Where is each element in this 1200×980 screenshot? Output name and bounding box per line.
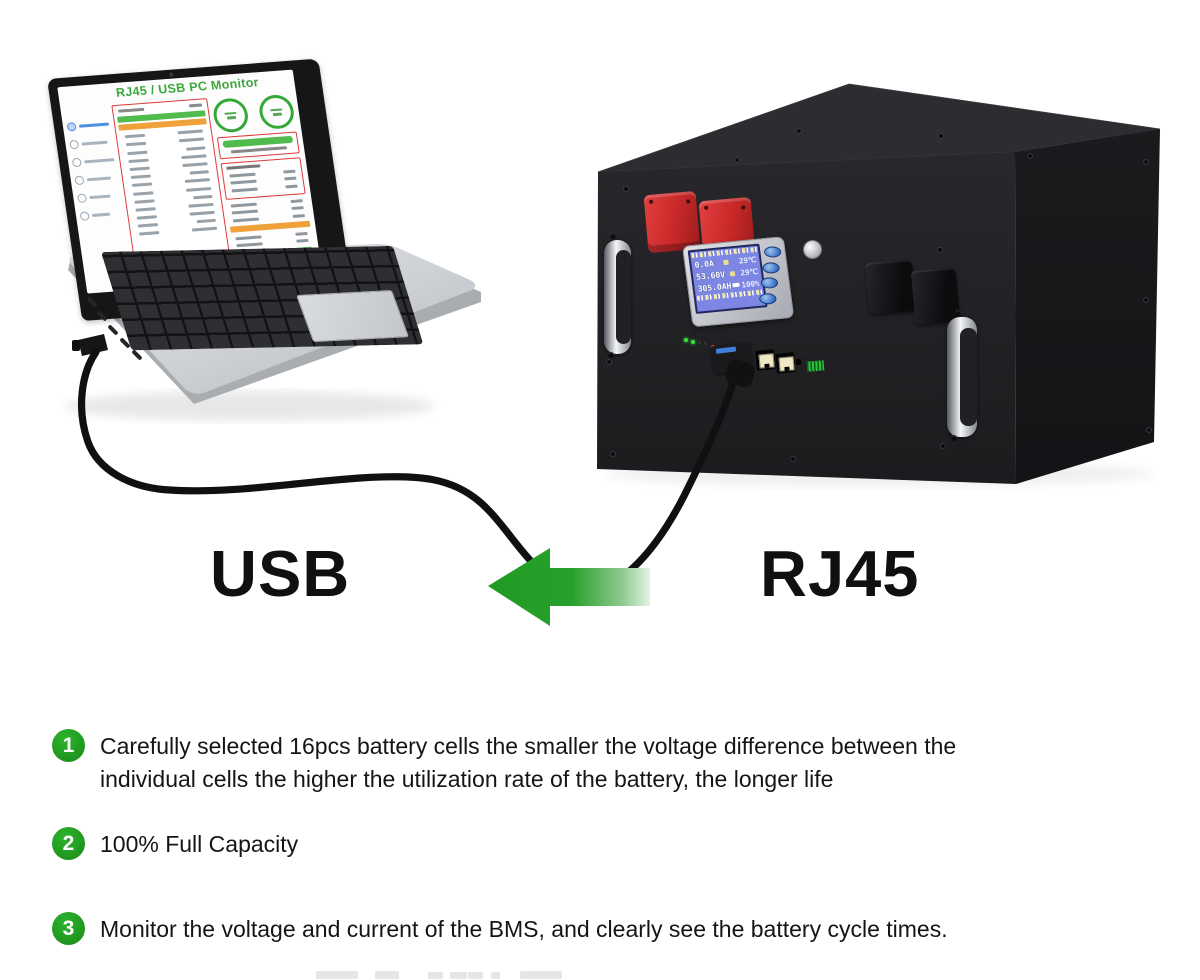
rj45-port <box>775 352 796 374</box>
sidebar-item <box>71 155 115 168</box>
barcode-sticker <box>806 360 825 372</box>
handle-bolt <box>608 352 614 358</box>
cropped-text-remnant <box>520 971 562 979</box>
usb-cable <box>78 348 739 596</box>
summary-row <box>235 231 308 240</box>
soc-gauge-icon <box>211 97 251 134</box>
laptop-shadow <box>65 391 435 421</box>
status-led-green <box>691 340 695 344</box>
sidebar-item <box>76 191 120 204</box>
usb-plug-blue-tab <box>715 346 737 354</box>
lcd-button <box>759 292 777 304</box>
status-row <box>230 176 297 185</box>
menu-icon <box>71 157 82 168</box>
menu-icon <box>76 193 88 204</box>
battery-icon <box>729 270 736 276</box>
positive-terminal-cover <box>643 190 701 254</box>
direction-arrow-icon <box>488 548 650 626</box>
menu-label-placeholder <box>84 157 115 164</box>
negative-terminal-cover <box>864 259 917 315</box>
rj45-port <box>755 349 776 371</box>
menu-label-placeholder <box>86 176 112 182</box>
capacity-value: 305.0AH <box>697 280 732 294</box>
header-text-placeholder <box>188 103 203 108</box>
feature-1-badge: 1 <box>52 729 85 762</box>
battery-level-icon <box>732 282 741 288</box>
status-row <box>231 184 298 192</box>
menu-label-placeholder <box>81 140 108 146</box>
menu-icon <box>69 139 80 150</box>
screw-heads <box>606 128 1152 462</box>
summary-orange-header <box>229 220 311 233</box>
header-text-placeholder <box>118 107 145 113</box>
status-row <box>232 213 305 222</box>
cropped-text-remnant <box>468 972 483 979</box>
lcd-button <box>763 246 782 258</box>
usb-connector-laptop-end <box>78 334 108 356</box>
cropped-text-remnant <box>316 971 358 979</box>
status-text-placeholder <box>226 164 261 170</box>
feature-3-badge: 3 <box>52 912 85 945</box>
sidebar-item <box>66 120 110 132</box>
status-box-1 <box>216 131 300 160</box>
feature-1-line-2: individual cells the higher the utilizat… <box>100 766 834 792</box>
handle-bolt <box>955 310 961 316</box>
menu-label-placeholder <box>91 212 111 218</box>
webcam-icon <box>169 72 174 77</box>
negative-terminal-cover <box>910 267 961 325</box>
handle-bolt <box>610 233 616 239</box>
status-row <box>231 206 304 215</box>
charge-icon <box>723 259 730 265</box>
battery-box-right-face <box>1015 129 1160 484</box>
feature-1-line-1: Carefully selected 16pcs battery cells t… <box>100 733 957 759</box>
reset-hole <box>796 359 801 365</box>
menu-icon <box>66 121 77 132</box>
gauge-row <box>211 93 297 134</box>
menu-icon <box>74 175 85 186</box>
menu-icon <box>79 211 90 221</box>
feature-2-badge: 2 <box>52 827 85 860</box>
lcd-button-column <box>759 246 783 308</box>
bms-lcd-screen: 0.0A 29℃ 53.60V 29℃ 305.0AH 100% <box>687 243 768 314</box>
feature-3-text: Monitor the voltage and current of the B… <box>100 913 1160 946</box>
feature-2-line-1: 100% Full Capacity <box>100 831 299 857</box>
sidebar-item <box>69 137 112 150</box>
cropped-text-remnant <box>491 972 500 979</box>
rj45-label: RJ45 <box>760 537 920 610</box>
power-button <box>803 240 822 259</box>
feature-1-text: Carefully selected 16pcs battery cells t… <box>100 730 1160 796</box>
soc-percentage: 100% <box>740 278 761 289</box>
bms-display-module: 0.0A 29℃ 53.60V 29℃ 305.0AH 100% <box>682 236 795 328</box>
usb-label: USB <box>210 537 351 610</box>
feature-2-text: 100% Full Capacity <box>100 828 1160 861</box>
status-led-off <box>704 342 707 345</box>
laptop-trackpad <box>296 289 410 343</box>
left-handle <box>604 240 631 354</box>
lcd-button <box>762 261 780 273</box>
sidebar-item <box>74 173 117 186</box>
current-value: 0.0A <box>693 258 715 270</box>
cropped-text-remnant <box>375 971 399 979</box>
cropped-text-remnant <box>428 972 443 979</box>
feature-3-line-1: Monitor the voltage and current of the B… <box>100 916 948 942</box>
handle-bolt <box>951 435 957 441</box>
cropped-text-remnant <box>450 972 467 979</box>
status-row <box>229 169 296 178</box>
status-row <box>230 198 303 208</box>
soh-gauge-icon <box>257 93 297 131</box>
menu-label-placeholder <box>89 194 111 200</box>
temperature-value: 29℃ <box>739 266 759 277</box>
menu-label-placeholder <box>78 122 110 128</box>
sidebar-item <box>79 209 122 221</box>
usb-connector-nub <box>72 340 80 351</box>
status-led-off <box>698 341 701 344</box>
right-handle <box>947 317 977 437</box>
table-row <box>134 227 222 237</box>
summary-row <box>236 238 309 248</box>
status-box-2 <box>220 157 306 200</box>
status-led-green <box>684 338 688 342</box>
lcd-button <box>760 277 779 289</box>
temperature-value: 29℃ <box>738 254 757 266</box>
status-text-placeholder <box>230 146 288 154</box>
